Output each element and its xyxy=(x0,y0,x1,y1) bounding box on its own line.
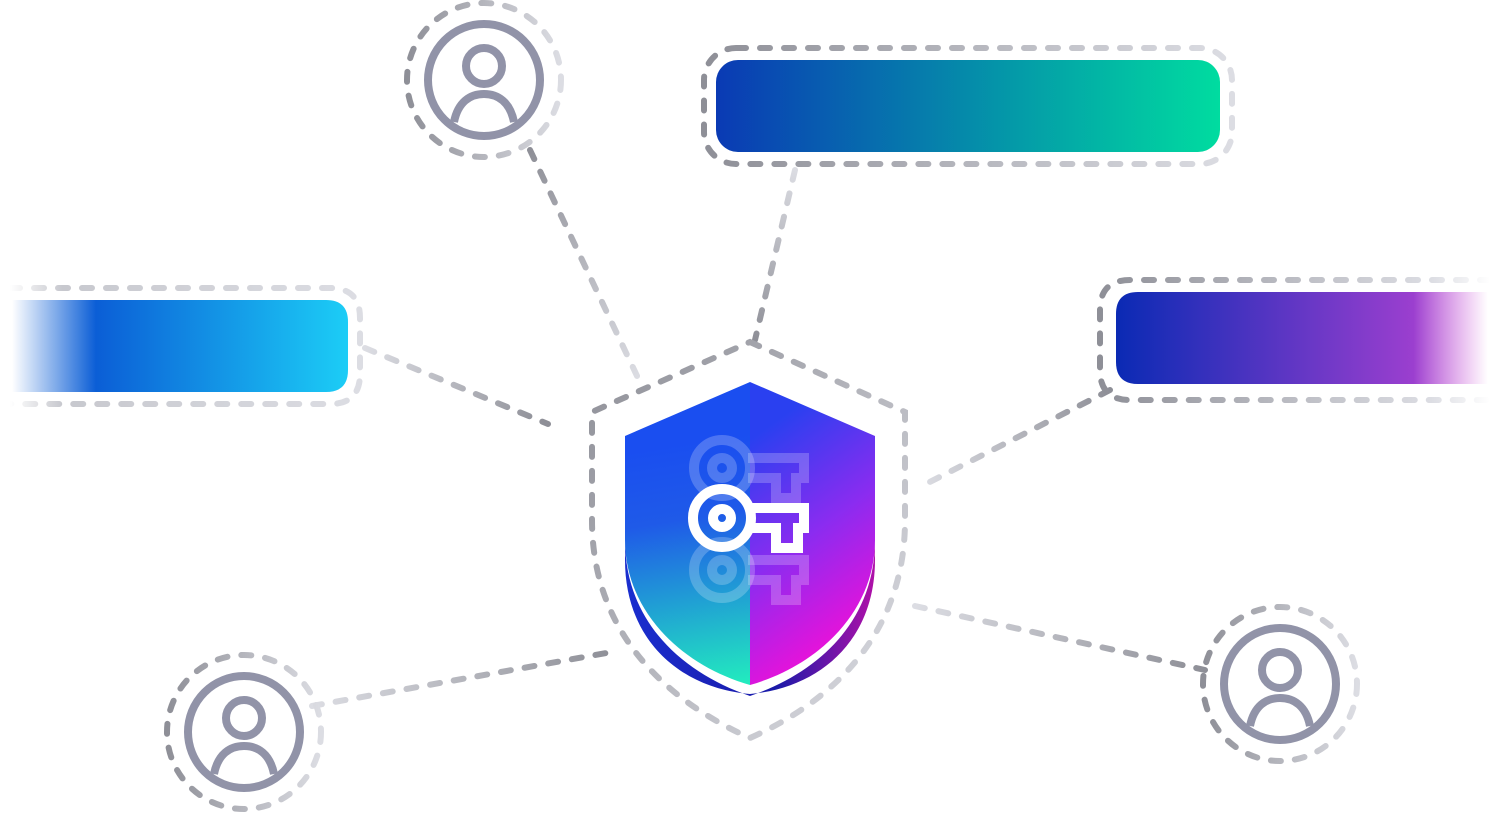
connectors xyxy=(309,147,1208,709)
connector-user-bottom-left xyxy=(309,649,615,709)
ghost-key-icon xyxy=(689,435,809,605)
user-bottom-left-ring xyxy=(164,652,324,812)
bar-left xyxy=(7,285,363,407)
bar-right-fill xyxy=(1116,292,1488,384)
bar-left-ring xyxy=(7,285,363,407)
key-icon xyxy=(688,484,809,553)
user-bottom-right xyxy=(1200,604,1360,764)
security-shield xyxy=(589,338,908,742)
connector-user-top xyxy=(527,147,641,381)
bar-top-ring xyxy=(701,45,1235,167)
bar-top-fill xyxy=(716,60,1220,152)
user-top xyxy=(404,0,564,160)
bar-left-fill xyxy=(12,300,348,392)
connector-bar-right xyxy=(915,387,1113,491)
user-icon xyxy=(184,672,304,792)
shield-ring xyxy=(589,338,908,742)
user-top-ring xyxy=(404,0,564,160)
bar-right-ring xyxy=(1097,277,1493,403)
connector-user-bottom-right xyxy=(912,603,1208,673)
connector-bar-top xyxy=(752,167,798,343)
connector-bar-left xyxy=(362,345,551,427)
user-bottom-left xyxy=(164,652,324,812)
bar-right xyxy=(1097,277,1493,403)
user-icon xyxy=(1220,624,1340,744)
user-icon xyxy=(424,20,544,140)
user-bottom-right-ring xyxy=(1200,604,1360,764)
shield-left xyxy=(625,382,750,685)
bar-top xyxy=(701,45,1235,167)
shield-right xyxy=(750,382,875,685)
